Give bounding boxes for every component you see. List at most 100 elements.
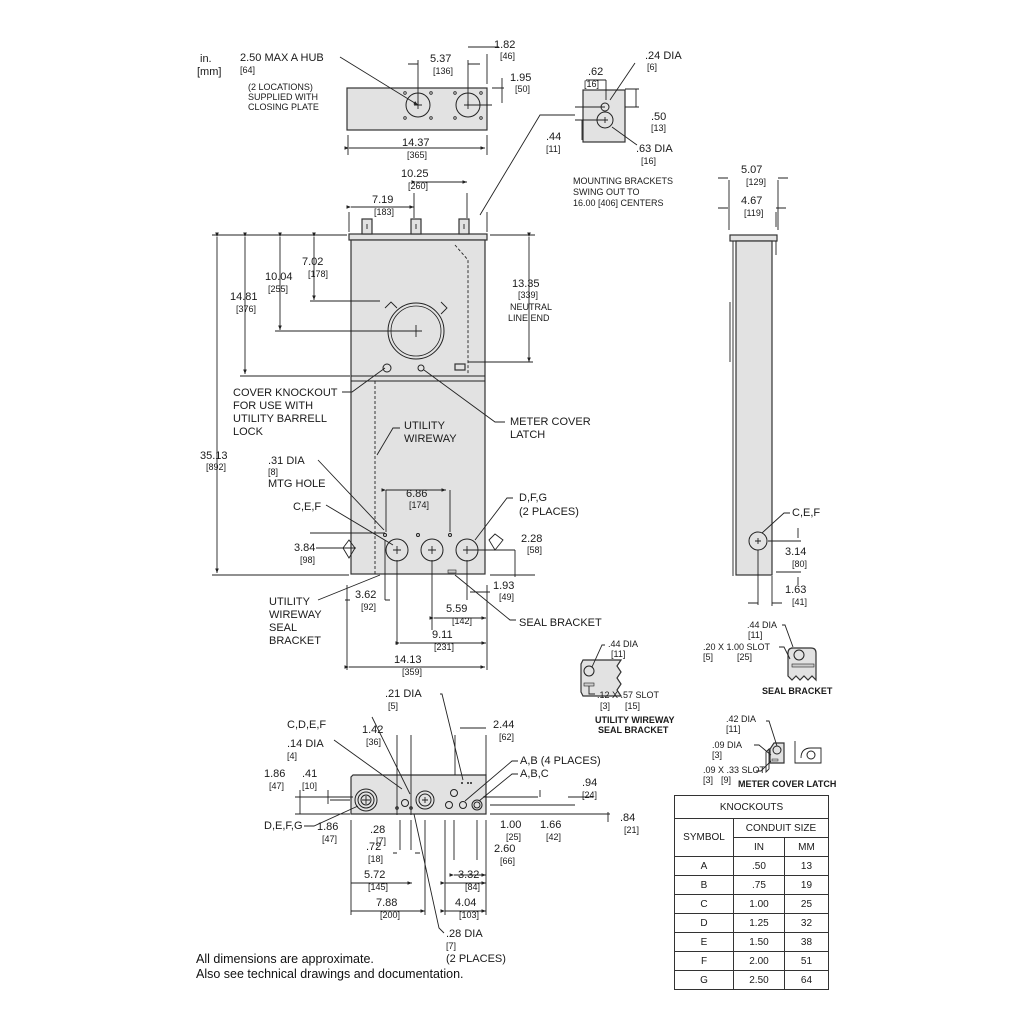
row-symbol: D <box>674 913 734 933</box>
meter-cover-latch-1: METER COVER <box>510 416 591 428</box>
row-symbol: A <box>674 856 734 876</box>
row-symbol: F <box>674 951 734 971</box>
dim-35-13-mm: [892] <box>206 462 226 472</box>
bracket-dim-24dia: .24 DIA <box>645 50 682 62</box>
bracket-dim-62: .62 <box>588 66 603 78</box>
dim-10-25: 10.25 <box>401 168 429 180</box>
latch-dia2: .09 DIA <box>712 740 742 750</box>
hub-note-3: CLOSING PLATE <box>248 102 319 112</box>
side-dim-5-07: 5.07 <box>741 164 762 176</box>
bracket-dim-44: .44 <box>546 131 561 143</box>
bottom-dim-14dia: .14 DIA <box>287 738 324 750</box>
bracket-dim-62-mm: [16] <box>584 79 599 89</box>
neutral-note-2: LINE END <box>508 313 550 323</box>
side-dim-1-63: 1.63 <box>785 584 806 596</box>
hub-mm: [64] <box>240 65 255 75</box>
symbol-header: SYMBOL <box>674 818 734 857</box>
mtg-hole-dia: .31 DIA <box>268 455 305 467</box>
row-in: .75 <box>733 875 785 895</box>
row-mm: 51 <box>783 951 830 971</box>
dim-6-86: 6.86 <box>406 488 427 500</box>
bottom-dim-2-60: 2.60 <box>494 843 515 855</box>
dim-3-84-mm: [98] <box>300 555 315 565</box>
dim-2-28-mm: [58] <box>527 545 542 555</box>
row-symbol: B <box>674 875 734 895</box>
side-view-body <box>735 240 773 576</box>
dim-14-81-mm: [376] <box>236 304 256 314</box>
neutral-note-1: NEUTRAL <box>510 302 552 312</box>
knockouts-title: KNOCKOUTS <box>674 795 829 819</box>
bottom-dim-94-mm: [24] <box>582 790 597 800</box>
row-in: .50 <box>733 856 785 876</box>
side-dim-3-14-mm: [80] <box>792 559 807 569</box>
bottom-dim-72: .72 <box>366 841 381 853</box>
bottom-dim-5-72: 5.72 <box>364 869 385 881</box>
latch-slot: .09 X .33 SLOT <box>703 765 766 775</box>
dim-3-62: 3.62 <box>355 589 376 601</box>
wireway-seal-3: SEAL <box>269 622 297 634</box>
dfg-label-1: D,F,G <box>519 492 547 504</box>
bottom-dim-28: .28 <box>370 824 385 836</box>
wireway-seal-dia: .44 DIA <box>608 639 638 649</box>
side-dim-5-07-mm: [129] <box>746 177 766 187</box>
dim-14-81: 14.81 <box>230 291 258 303</box>
bottom-abc-label: A,B,C <box>520 768 549 780</box>
bottom-dia28-label: .28 DIA <box>446 928 483 940</box>
dim-5-37-mm: [136] <box>433 66 453 76</box>
dim-14-37-mm: [365] <box>407 150 427 160</box>
seal-bracket-detail: .44 DIA [11] .20 X 1.00 SLOT [5] [25] SE… <box>703 620 833 696</box>
dim-14-13: 14.13 <box>394 654 422 666</box>
front-view: 10.25 [260] 7.19 [183] 7.02 [178] 10.04 … <box>200 168 602 677</box>
bracket-dim-63dia: .63 DIA <box>636 143 673 155</box>
wireway-seal-2: WIREWAY <box>269 609 322 621</box>
meter-cover-latch <box>417 364 425 372</box>
wireway-seal-title-2: SEAL BRACKET <box>598 725 669 735</box>
latch-dia1-mm: [11] <box>726 724 740 734</box>
dfg-label-2: (2 PLACES) <box>519 506 579 518</box>
mm-header: MM <box>783 837 830 857</box>
wireway-seal-4: BRACKET <box>269 635 321 647</box>
bracket-dim-50: .50 <box>651 111 666 123</box>
front-view-body <box>350 239 486 575</box>
row-in: 2.00 <box>733 951 785 971</box>
bottom-dim-3-32-mm: [84] <box>465 882 480 892</box>
seal-bracket-dia: .44 DIA <box>747 620 777 630</box>
bottom-dim-21dia-mm: [5] <box>388 701 398 711</box>
bottom-dim-1-86a: 1.86 <box>264 768 285 780</box>
dim-10-04: 10.04 <box>265 271 293 283</box>
units-mm: [mm] <box>197 66 221 78</box>
bottom-dim-41: .41 <box>302 768 317 780</box>
bottom-dia28-mm: [7] <box>446 941 456 951</box>
bottom-dim-7-88-mm: [200] <box>380 910 400 920</box>
bottom-dim-1-00-mm: [25] <box>506 832 521 842</box>
top-view: 2.50 MAX A HUB [64] (2 LOCATIONS) SUPPLI… <box>240 39 531 160</box>
bracket-dim-24dia-mm: [6] <box>647 62 657 72</box>
dim-14-13-mm: [359] <box>402 667 422 677</box>
row-in: 1.25 <box>733 913 785 933</box>
row-symbol: G <box>674 970 734 990</box>
footnote-approximate: All dimensions are approximate. <box>196 952 374 966</box>
bracket-note-2: SWING OUT TO <box>573 187 640 197</box>
hub-note-1: (2 LOCATIONS) <box>248 82 313 92</box>
dim-9-11-mm: [231] <box>434 642 454 652</box>
bottom-dim-84: .84 <box>620 812 635 824</box>
units-in: in. <box>200 53 212 65</box>
bottom-dim-28-mm: [7] <box>376 836 386 846</box>
bracket-note-1: MOUNTING BRACKETS <box>573 176 673 186</box>
in-header: IN <box>733 837 785 857</box>
bracket-note-3: 16.00 [406] CENTERS <box>573 198 664 208</box>
bottom-dim-3-32: 3.32 <box>458 869 479 881</box>
seal-bracket-slot: .20 X 1.00 SLOT <box>703 642 771 652</box>
bottom-ab4-label: A,B (4 PLACES) <box>520 755 601 767</box>
dim-35-13: 35.13 <box>200 450 228 462</box>
bottom-view: .21 DIA [5] C,D,E,F 1.42 [36] 2.44 [62] … <box>264 688 639 965</box>
dim-1-93: 1.93 <box>493 580 514 592</box>
seal-bracket-label: SEAL BRACKET <box>519 617 602 629</box>
